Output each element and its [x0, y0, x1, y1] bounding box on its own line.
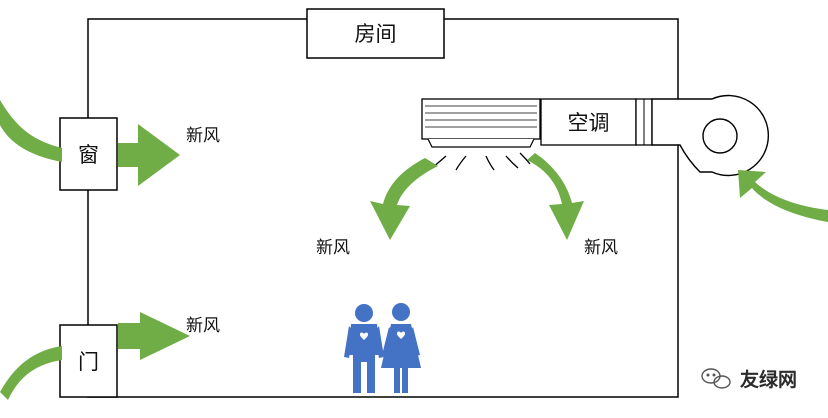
- ac-duct-fan: [635, 94, 769, 177]
- ac-indoor-unit: [421, 98, 541, 148]
- fresh-air-label-window: 新风: [186, 126, 220, 146]
- room-label-box: 房间: [306, 8, 445, 59]
- watermark-text: 友绿网: [740, 368, 797, 391]
- fresh-air-label-door: 新风: [186, 316, 220, 336]
- person-female-heart-icon: [396, 331, 406, 339]
- ac-airflow-vents: [431, 152, 531, 171]
- wechat-icon: [701, 368, 731, 389]
- ac-outflow-arrow-right: [527, 153, 584, 240]
- door-inflow-arrow: [118, 312, 190, 360]
- window-box: 窗: [59, 117, 118, 191]
- window-inflow-arrow: [118, 124, 180, 186]
- fresh-air-label-ac-right: 新风: [584, 238, 618, 258]
- outside-air-arrow-window: [0, 100, 62, 162]
- person-male-icon: [344, 304, 384, 393]
- room-label: 房间: [355, 22, 397, 46]
- outside-air-arrow-door: [0, 346, 62, 400]
- person-male-heart-icon: [359, 332, 369, 340]
- door-label: 门: [78, 350, 99, 374]
- person-female-icon: [381, 303, 421, 393]
- ac-outflow-arrow-left: [370, 158, 438, 240]
- watermark: 友绿网: [701, 368, 797, 391]
- door-box: 门: [59, 324, 118, 398]
- ac-label-box: 空调: [540, 98, 637, 146]
- outside-air-arrow-fan: [738, 170, 828, 222]
- ac-label: 空调: [568, 111, 610, 135]
- window-label: 窗: [78, 143, 99, 167]
- fresh-air-label-ac-left: 新风: [316, 238, 350, 258]
